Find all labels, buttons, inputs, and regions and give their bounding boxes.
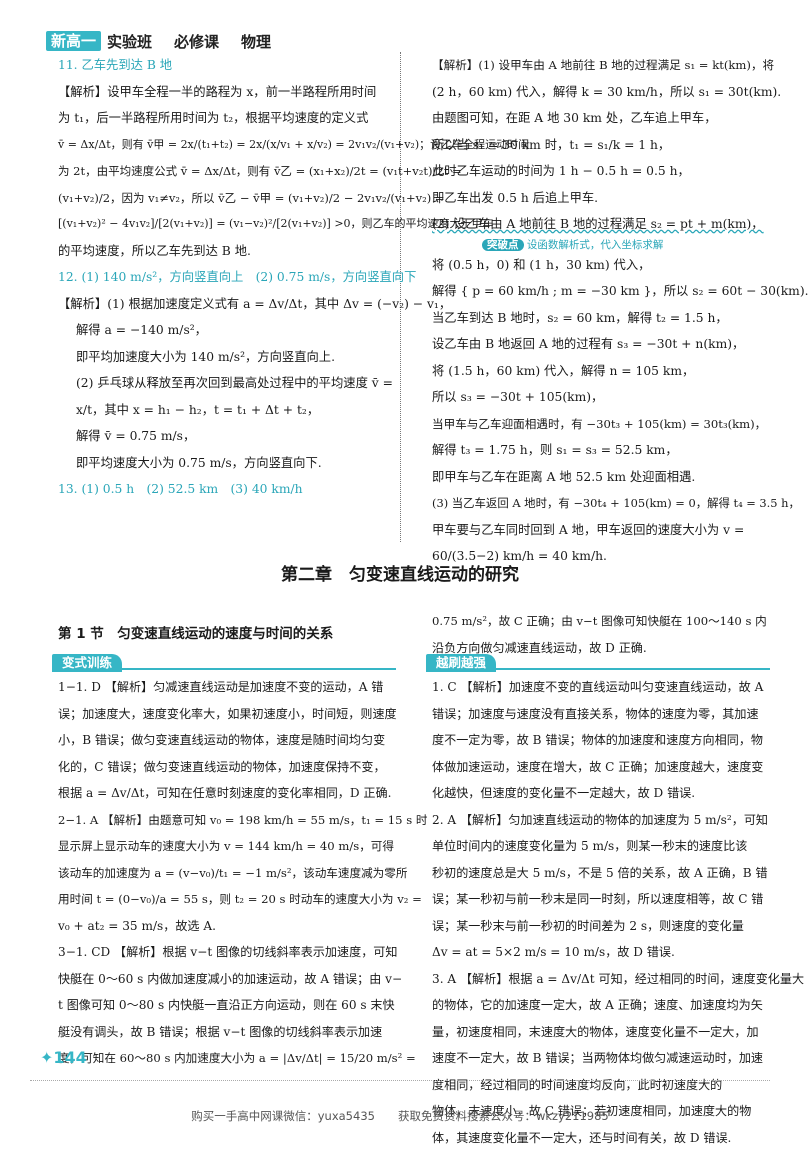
right-bottom-column: 0.75 m/s²，故 C 正确；由 v−t 图像可知快艇在 100～140 s… bbox=[432, 608, 762, 661]
text-line: 【解析】(1) 根据加速度定义式有 a = Δv/Δt，其中 Δv = (−v₂… bbox=[58, 291, 388, 318]
header-item-class: 实验班 bbox=[107, 31, 152, 52]
section-title: 第 1 节 匀变速直线运动的速度与时间的关系 bbox=[58, 622, 333, 642]
text-line: 当乙车到达 B 地时，s₂ = 60 km，解得 t₂ = 1.5 h， bbox=[432, 305, 762, 332]
text-line: 将 (1.5 h，60 km) 代入，解得 n = 105 km， bbox=[432, 358, 762, 385]
text-line: 误；某一秒初与前一秒末是同一时刻，所以速度相等，故 C 错 bbox=[432, 886, 762, 913]
text-line: 2. A 【解析】匀加速直线运动的物体的加速度为 5 m/s²，可知 bbox=[432, 807, 762, 834]
text-line: t 图像可知 0～80 s 内快艇一直沿正方向运动，则在 60 s 末快 bbox=[58, 992, 396, 1019]
text-line: 解得 a = −140 m/s²， bbox=[58, 317, 388, 344]
chapter-title: 第二章 匀变速直线运动的研究 bbox=[0, 560, 800, 585]
page-number-text: 144 bbox=[53, 1048, 86, 1067]
breakthrough-badge: 突破点 bbox=[482, 239, 524, 251]
text-line: (2) 设乙车由 A 地前往 B 地的过程满足 s₂ = pt + m(km)， bbox=[432, 211, 762, 238]
right-top-column: 【解析】(1) 设甲车由 A 地前往 B 地的过程满足 s₁ = kt(km)，… bbox=[432, 52, 762, 570]
text-line: 当甲车与乙车迎面相遇时，有 −30t₃ + 105(km) = 30t₃(km)… bbox=[432, 411, 762, 438]
text-line: 度，可知在 60～80 s 内加速度大小为 a = |Δv/Δt| = 15/2… bbox=[58, 1045, 396, 1072]
text-line: 量，初速度相同，末速度大的物体，速度变化量不一定大，加 bbox=[432, 1019, 762, 1046]
text-line: 的物体，它的加速度一定大，故 A 正确；速度、加速度均为矢 bbox=[432, 992, 762, 1019]
text-line: 化越快，但速度的变化量不一定越大，故 D 错误. bbox=[432, 780, 762, 807]
text-line: (2 h，60 km) 代入，解得 k = 30 km/h，所以 s₁ = 30… bbox=[432, 79, 762, 106]
text-line: (3) 当乙车返回 A 地时，有 −30t₄ + 105(km) = 0，解得 … bbox=[432, 490, 762, 517]
text-line: 为 2t，由平均速度公式 v̄ = Δx/Δt，则有 v̄乙 = (x₁+x₂)… bbox=[58, 158, 388, 185]
left-bottom-column: 1−1. D 【解析】匀减速直线运动是加速度不变的运动，A 错 误；加速度大，速… bbox=[58, 674, 396, 1072]
text-line: 即乙车出发 0.5 h 后追上甲车. bbox=[432, 185, 762, 212]
band-variant-training: 变式训练 bbox=[52, 652, 396, 670]
header-item-subject: 物理 bbox=[241, 31, 271, 52]
text-line: 单位时间内的速度变化量为 5 m/s，则某一秒末的速度比该 bbox=[432, 833, 762, 860]
text-line: 解得 t₃ = 1.75 h，则 s₁ = s₃ = 52.5 km， bbox=[432, 437, 762, 464]
text-line: 度不一定为零，故 B 错误；物体的加速度和速度方向相同，物 bbox=[432, 727, 762, 754]
text-line: 将 (0.5 h，0) 和 (1 h，30 km) 代入， bbox=[432, 252, 762, 279]
answer-13: 13. (1) 0.5 h (2) 52.5 km (3) 40 km/h bbox=[58, 476, 388, 503]
text-line: 解得 { p = 60 km/h ; m = −30 km }，所以 s₂ = … bbox=[432, 278, 762, 305]
text-line: 【解析】设甲车全程一半的路程为 x，前一半路程所用时间 bbox=[58, 79, 388, 106]
band-label: 变式训练 bbox=[52, 654, 122, 672]
text-line: 3. A 【解析】根据 a = Δv/Δt 可知，经过相同的时间，速度变化量大 bbox=[432, 966, 762, 993]
text-line: 1−1. D 【解析】匀减速直线运动是加速度不变的运动，A 错 bbox=[58, 674, 396, 701]
grade-tag: 新高一 bbox=[46, 31, 101, 51]
text-line: 即平均速度大小为 0.75 m/s，方向竖直向下. bbox=[58, 450, 388, 477]
text-line: 误；加速度大，速度变化率大，如果初速度小，时间短，则速度 bbox=[58, 701, 396, 728]
text-line: 沿负方向做匀减速直线运动，故 D 正确. bbox=[432, 635, 762, 662]
text-line: 体做加速运动，速度在增大，故 C 正确；加速度越大，速度变 bbox=[432, 754, 762, 781]
text-line: 根据 a = Δv/Δt，可知在任意时刻速度的变化率相同，D 正确. bbox=[58, 780, 396, 807]
sparkle-icon: ✦ bbox=[40, 1048, 53, 1067]
text-line: 即平均加速度大小为 140 m/s²，方向竖直向上. bbox=[58, 344, 388, 371]
text-line: x/t，其中 x = h₁ − h₂，t = t₁ + Δt + t₂， bbox=[58, 397, 388, 424]
text-line: 快艇在 0～60 s 内做加速度减小的加速运动，故 A 错误；由 v− bbox=[58, 966, 396, 993]
text-line: 化的，C 错误；做匀变速直线运动的物体，加速度保持不变， bbox=[58, 754, 396, 781]
text-line: 0.75 m/s²，故 C 正确；由 v−t 图像可知快艇在 100～140 s… bbox=[432, 608, 762, 635]
text-line: 误；某一秒末与前一秒初的时间差为 2 s，则速度的变化量 bbox=[432, 913, 762, 940]
hint-text: 设函数解析式，代入坐标求解 bbox=[527, 239, 664, 251]
text-line: 用时间 t = (0−v₀)/a = 55 s，则 t₂ = 20 s 时动车的… bbox=[58, 886, 396, 913]
answer-12: 12. (1) 140 m/s²，方向竖直向上 (2) 0.75 m/s，方向竖… bbox=[58, 264, 388, 291]
page-header: 新高一 实验班 必修课 物理 bbox=[46, 30, 271, 52]
text-line: 【解析】(1) 设甲车由 A 地前往 B 地的过程满足 s₁ = kt(km)，… bbox=[432, 52, 762, 79]
header-item-course: 必修课 bbox=[174, 31, 219, 52]
text-line: 所以 s₃ = −30t + 105(km)， bbox=[432, 384, 762, 411]
breakthrough-hint: 突破点 设函数解析式，代入坐标求解 bbox=[432, 238, 762, 252]
text-line: 1. C 【解析】加速度不变的直线运动叫匀变速直线运动，故 A bbox=[432, 674, 762, 701]
text-line: 小，B 错误；做匀变速直线运动的物体，速度是随时间均匀变 bbox=[58, 727, 396, 754]
text-line: 由题图可知，在距 A 地 30 km 处，乙车追上甲车， bbox=[432, 105, 762, 132]
page-number: ✦144 bbox=[40, 1048, 87, 1067]
text-line: Δv = at = 5×2 m/s = 10 m/s，故 D 错误. bbox=[432, 939, 762, 966]
text-line: 设乙车由 B 地返回 A 地的过程有 s₃ = −30t + n(km)， bbox=[432, 331, 762, 358]
footer-text: 购买一手高中网课微信：yuxa5435 获取免费资料搜索公众号：wkzy2119… bbox=[0, 1108, 800, 1124]
text-line: 错误；加速度与速度没有直接关系，物体的速度为零，其加速 bbox=[432, 701, 762, 728]
footer-divider bbox=[30, 1080, 770, 1081]
text-line: (2) 乒乓球从释放至再次回到最高处过程中的平均速度 v̄ = bbox=[58, 370, 388, 397]
text-line: 的平均速度，所以乙车先到达 B 地. bbox=[58, 238, 388, 265]
text-line: 3−1. CD 【解析】根据 v−t 图像的切线斜率表示加速度，可知 bbox=[58, 939, 396, 966]
text-line: v̄ = Δx/Δt，则有 v̄甲 = 2x/(t₁+t₂) = 2x/(x/v… bbox=[58, 132, 388, 159]
text-line: v₀ + at₂ = 35 m/s，故选 A. bbox=[58, 913, 396, 940]
text-line: 显示屏上显示动车的速度大小为 v = 144 km/h = 40 m/s，可得 bbox=[58, 833, 396, 860]
text-line: 体，其速度变化量不一定大，还与时间有关，故 D 错误. bbox=[432, 1125, 762, 1151]
text-line: 2−1. A 【解析】由题意可知 v₀ = 198 km/h = 55 m/s，… bbox=[58, 807, 396, 834]
left-top-column: 11. 乙车先到达 B 地 【解析】设甲车全程一半的路程为 x，前一半路程所用时… bbox=[58, 52, 388, 503]
text-line: 速度不一定大，故 B 错误；当两物体均做匀减速运动时，加速 bbox=[432, 1045, 762, 1072]
text-line: 秒初的速度总是大 5 m/s，不是 5 倍的关系，故 A 正确，B 错 bbox=[432, 860, 762, 887]
text-line: 所以当 s₁ = 30 km 时，t₁ = s₁/k = 1 h， bbox=[432, 132, 762, 159]
text-line: 此时乙车运动的时间为 1 h − 0.5 h = 0.5 h， bbox=[432, 158, 762, 185]
text-line: 甲车要与乙车同时回到 A 地，甲车返回的速度大小为 v = bbox=[432, 517, 762, 544]
text-line: (v₁+v₂)/2，因为 v₁≠v₂，所以 v̄乙 − v̄甲 = (v₁+v₂… bbox=[58, 185, 388, 212]
text-line: 解得 v̄ = 0.75 m/s， bbox=[58, 423, 388, 450]
text-line: 即甲车与乙车在距离 A 地 52.5 km 处迎面相遇. bbox=[432, 464, 762, 491]
text-line: 为 t₁，后一半路程所用时间为 t₂，根据平均速度的定义式 bbox=[58, 105, 388, 132]
text-line: [(v₁+v₂)² − 4v₁v₂]/[2(v₁+v₂)] = (v₁−v₂)²… bbox=[58, 211, 388, 238]
text-line: 该动车的加速度为 a = (v−v₀)/t₁ = −1 m/s²，该动车速度减为… bbox=[58, 860, 396, 887]
text-line: 艇没有调头，故 B 错误；根据 v−t 图像的切线斜率表示加速 bbox=[58, 1019, 396, 1046]
answer-11: 11. 乙车先到达 B 地 bbox=[58, 52, 388, 79]
text-line: 度相同，经过相同的时间速度均反向，此时初速度大的 bbox=[432, 1072, 762, 1099]
